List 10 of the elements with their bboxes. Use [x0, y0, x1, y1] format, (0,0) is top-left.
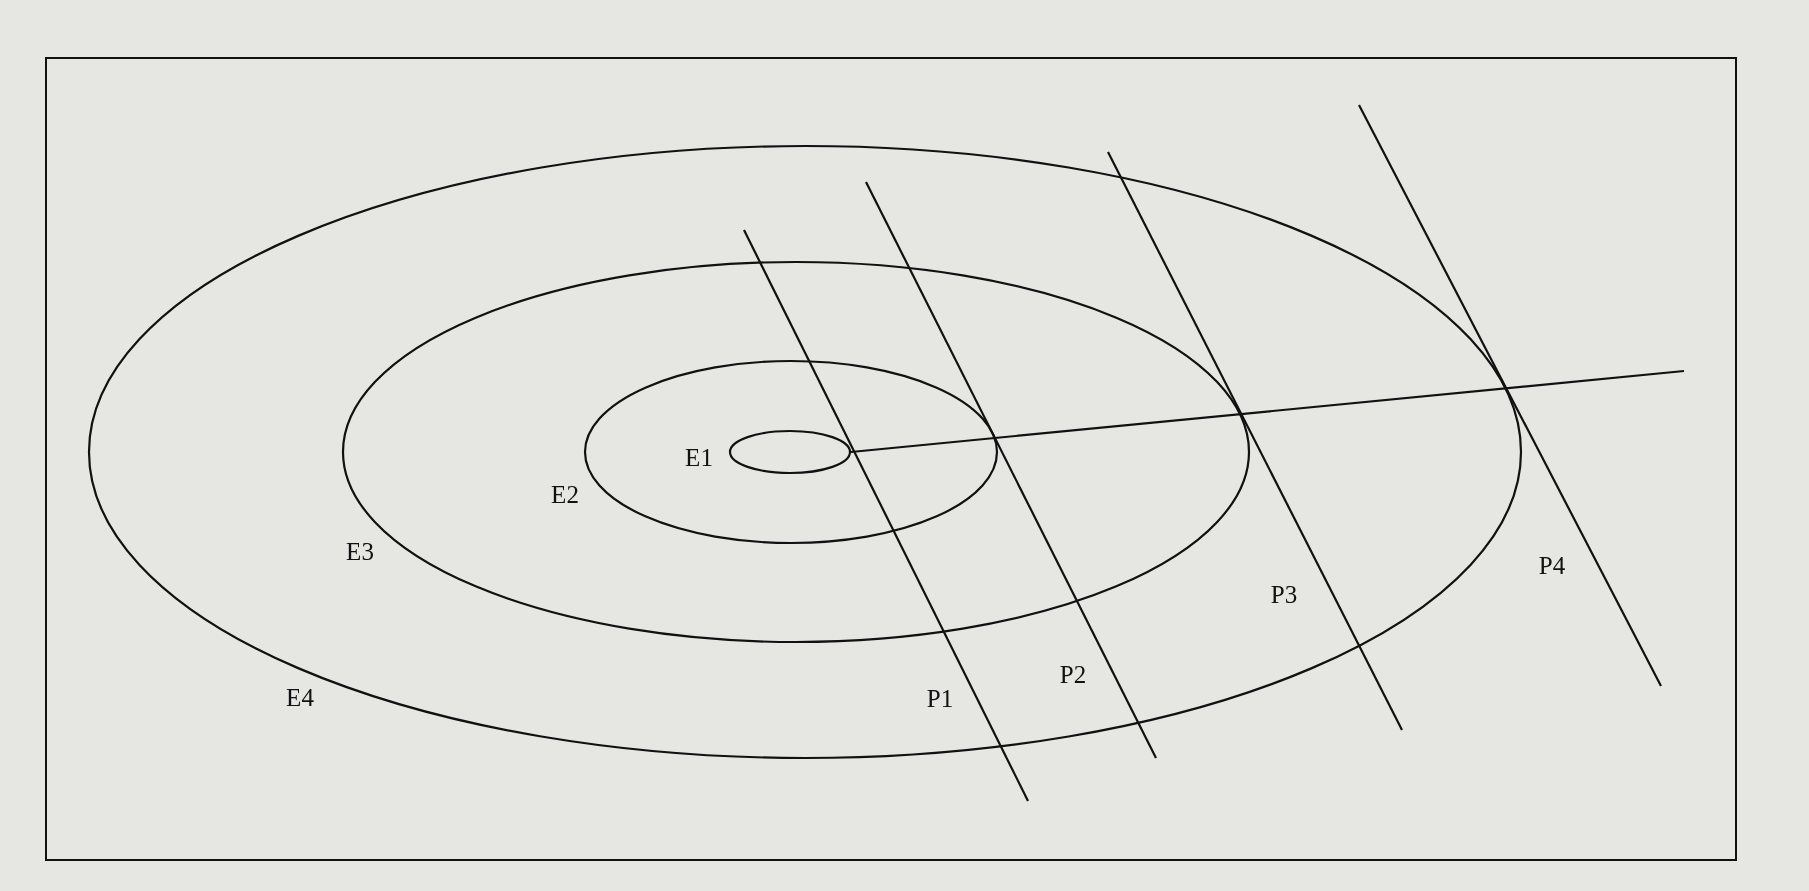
ellipse: [88, 145, 1522, 759]
ellipse-label: E2: [551, 481, 579, 507]
line-label: P2: [1059, 661, 1087, 687]
line-label: P1: [926, 685, 954, 711]
line-label: P3: [1270, 581, 1298, 607]
ellipse-label: E3: [346, 538, 374, 564]
ellipse: [342, 261, 1250, 643]
ellipse-label: E4: [286, 684, 314, 710]
ellipse-label: E1: [685, 444, 713, 470]
line-label: P4: [1538, 552, 1566, 578]
